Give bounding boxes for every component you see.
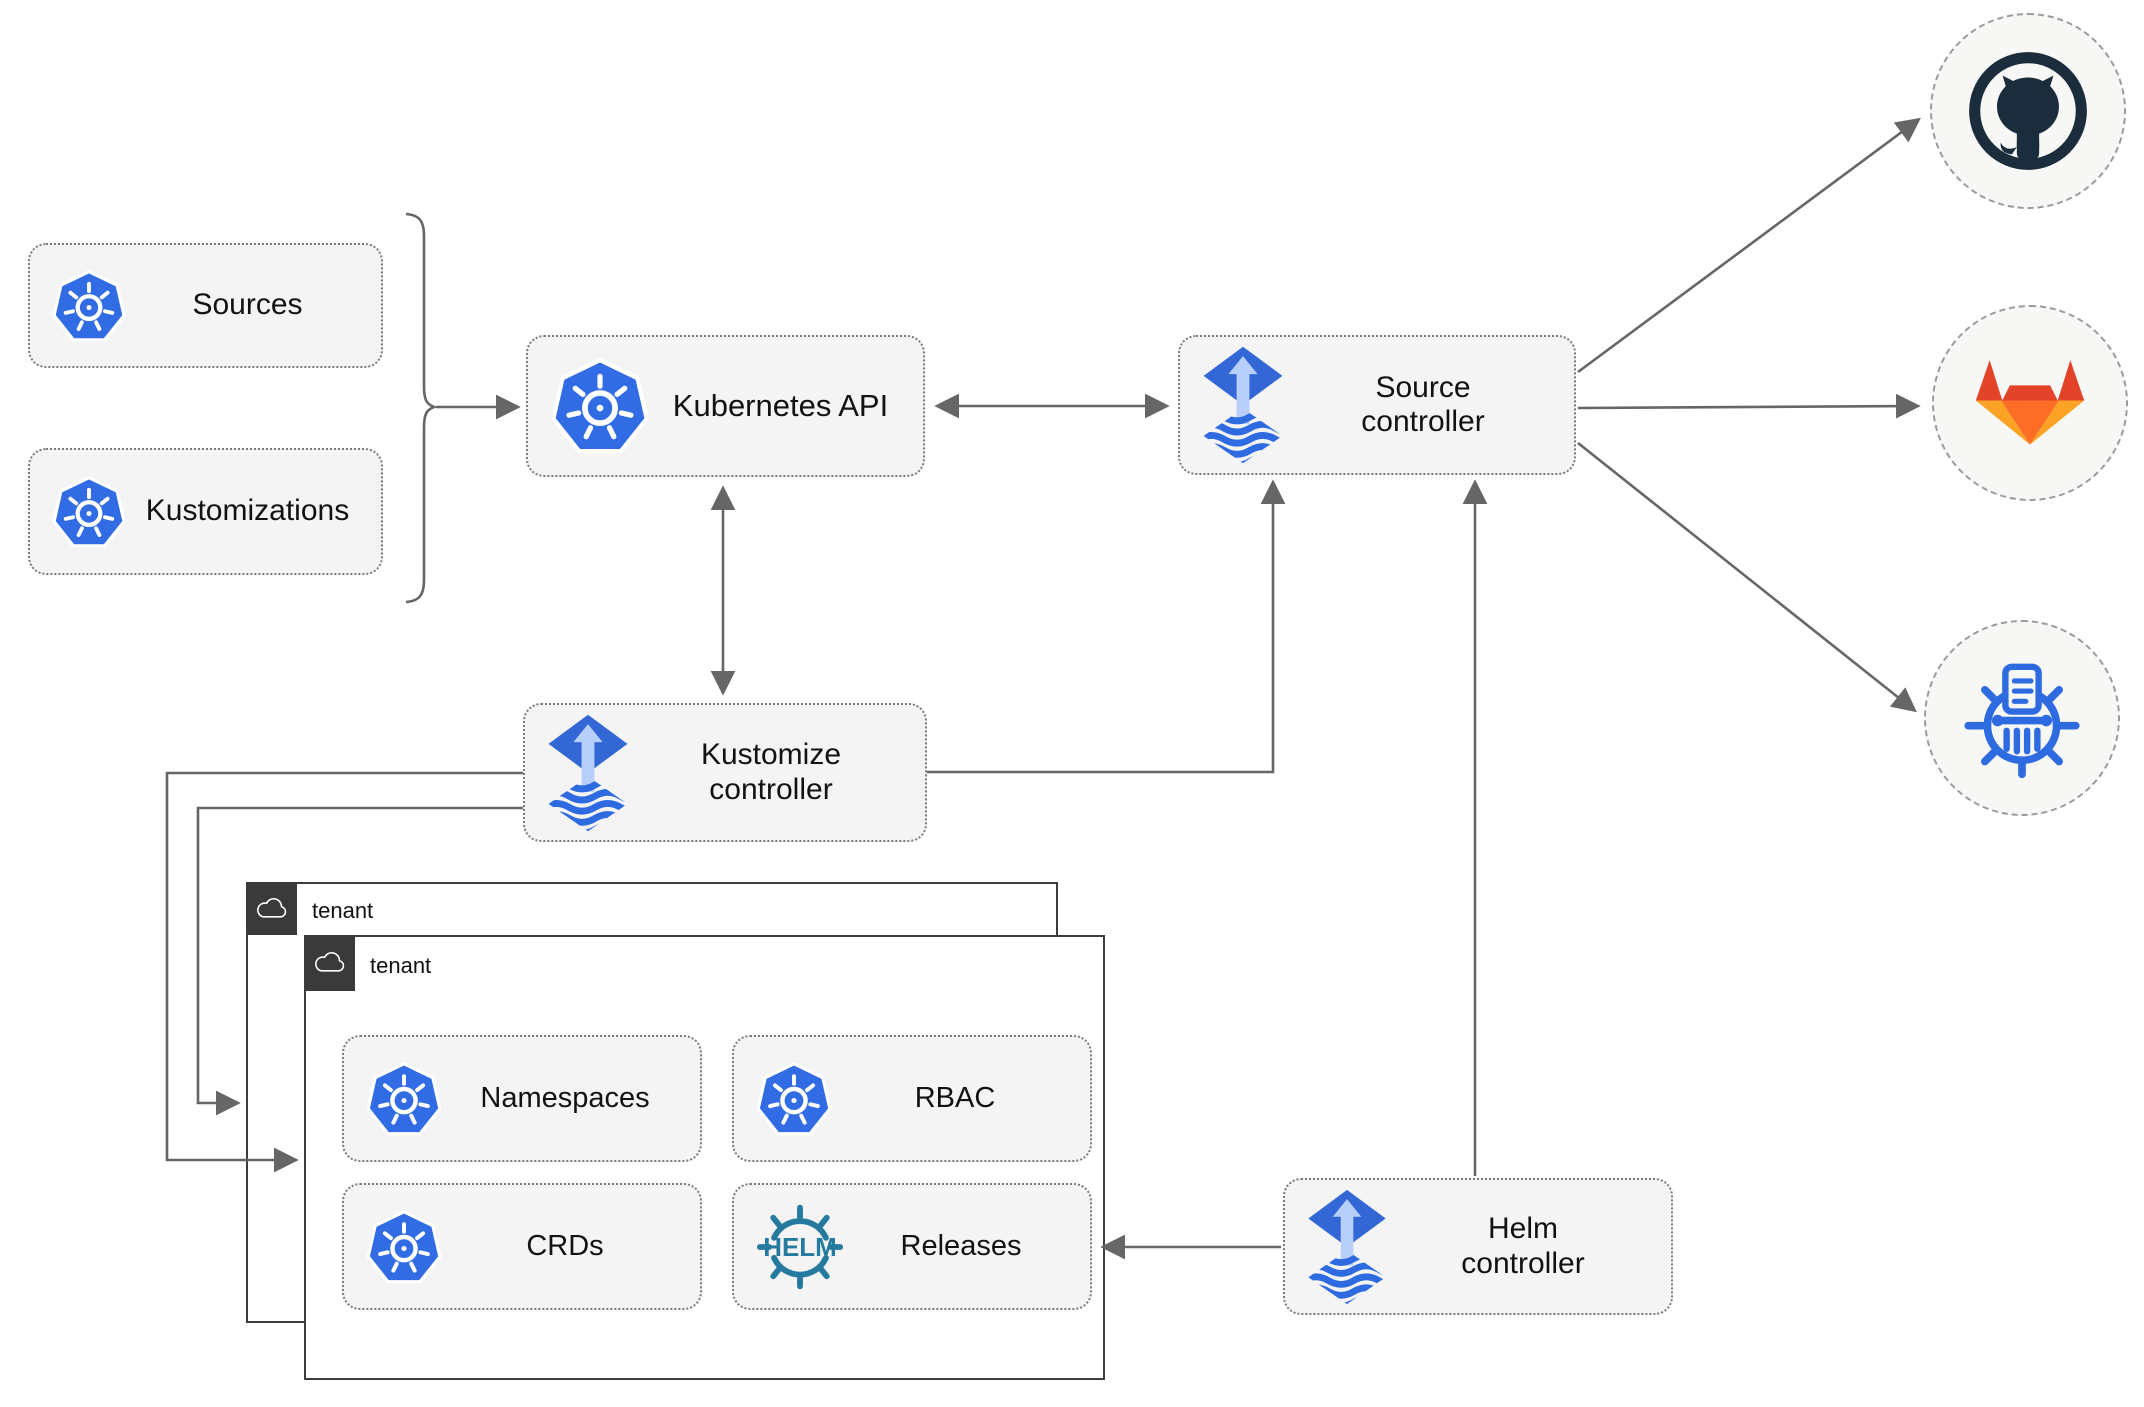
edge-kustomize-to-source xyxy=(927,479,1286,774)
node-label: Releases xyxy=(900,1229,1022,1262)
external-target-github xyxy=(1930,13,2126,209)
node-kustomizations: Kustomizations xyxy=(28,448,383,575)
kubernetes-icon xyxy=(50,267,128,345)
kubernetes-icon xyxy=(364,1207,444,1287)
node-releases: HELM Releases xyxy=(732,1183,1092,1310)
node-helm-controller: Helm controller xyxy=(1283,1178,1673,1315)
node-rbac: RBAC xyxy=(732,1035,1092,1162)
kubernetes-icon xyxy=(364,1059,444,1139)
cloud-icon xyxy=(254,897,290,921)
node-label: Kustomize controller xyxy=(700,738,842,806)
node-sources: Sources xyxy=(28,243,383,368)
tenant-label: tenant xyxy=(312,898,374,923)
node-kubernetes-api: Kubernetes API xyxy=(526,335,925,477)
flux-icon xyxy=(1200,345,1286,465)
tenant-header xyxy=(246,882,297,935)
github-icon xyxy=(1966,49,2090,173)
kubernetes-icon xyxy=(548,354,652,458)
flux-icon xyxy=(1305,1188,1389,1306)
edge-source-to-github xyxy=(1577,117,1921,374)
flux-icon xyxy=(545,713,631,833)
kubernetes-icon xyxy=(50,473,128,551)
node-label: Namespaces xyxy=(480,1081,650,1114)
node-label: Source controller xyxy=(1361,370,1485,439)
node-label: Sources xyxy=(192,288,303,322)
node-label: RBAC xyxy=(914,1081,996,1114)
tenant-header xyxy=(304,935,355,991)
gitlab-icon xyxy=(1967,358,2093,448)
node-label: Kustomizations xyxy=(145,494,350,528)
helm-wordmark: HELM xyxy=(763,1234,836,1262)
group-brace xyxy=(405,212,438,604)
node-source-controller: Source controller xyxy=(1178,335,1576,475)
tenant-label: tenant xyxy=(370,953,432,978)
edge-source-to-gitlab xyxy=(1577,393,1921,419)
node-label: Helm controller xyxy=(1461,1212,1585,1280)
edge-source-to-registry xyxy=(1577,441,1917,713)
node-label: CRDs xyxy=(526,1229,604,1262)
cloud-icon xyxy=(312,951,348,975)
node-namespaces: Namespaces xyxy=(342,1035,702,1162)
node-crds: CRDs xyxy=(342,1183,702,1310)
external-target-gitlab xyxy=(1932,305,2128,501)
node-kustomize-controller: Kustomize controller xyxy=(523,703,927,842)
external-target-helm-repository xyxy=(1924,620,2120,816)
helm-icon: HELM xyxy=(754,1204,846,1290)
node-label: Kubernetes API xyxy=(672,388,889,424)
helm-repository-icon xyxy=(1958,654,2086,782)
kubernetes-icon xyxy=(754,1059,834,1139)
